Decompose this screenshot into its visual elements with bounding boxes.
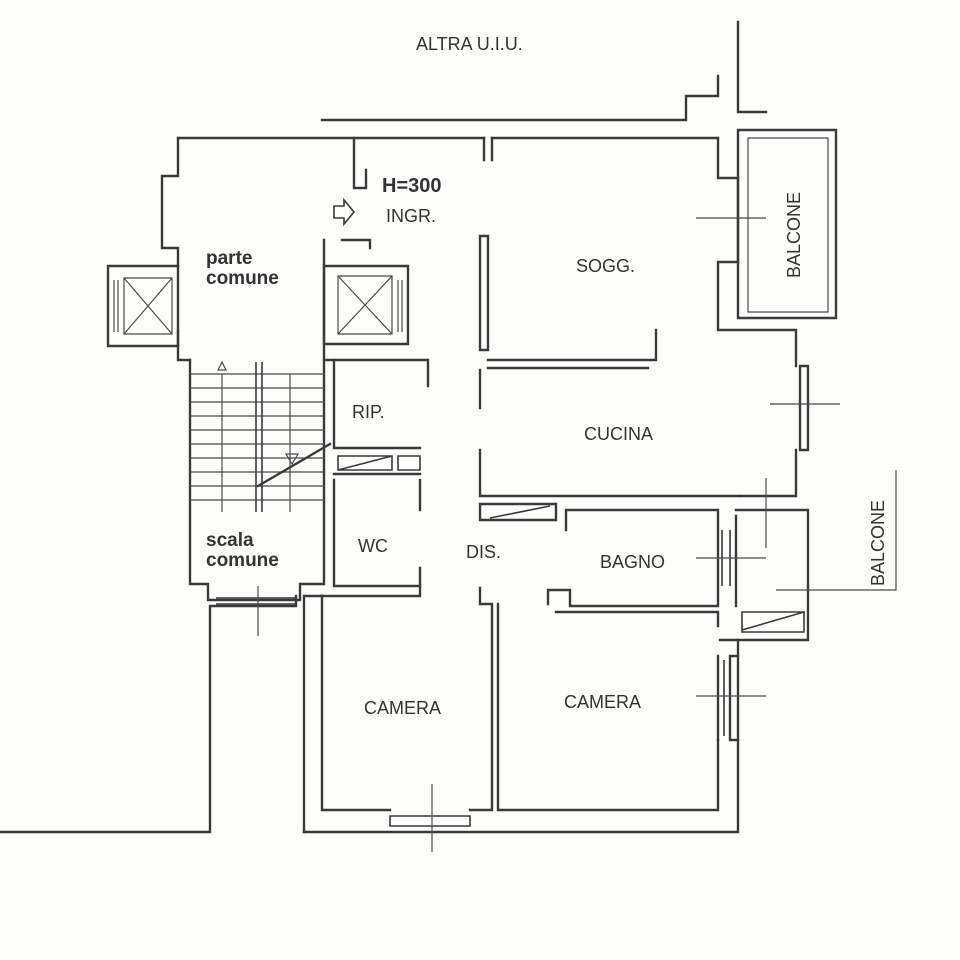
stair-label-line2: comune [206, 550, 279, 571]
balcony-top-outline [736, 128, 838, 320]
elevator-right [322, 264, 410, 346]
common-area-label-line1: parte [206, 248, 252, 269]
living-room-label: SOGG. [576, 256, 635, 276]
bedroom-right-label: CAMERA [564, 692, 641, 712]
entrance-label: INGR. [386, 206, 436, 226]
interior-walls [320, 136, 805, 812]
common-area-label-line2: comune [206, 268, 279, 289]
balcony-right-label: BALCONE [868, 500, 888, 586]
staircase [188, 358, 332, 602]
stair-handrail [256, 442, 332, 488]
exterior-walls [0, 136, 810, 834]
stair-direction-up-icon [217, 360, 227, 371]
hallway-label: DIS. [466, 542, 501, 562]
stair-label-line1: scala [206, 530, 254, 551]
neighbor-boundary [320, 20, 768, 122]
opening-markers [257, 217, 897, 852]
wc-label: WC [358, 536, 388, 556]
entrance-arrow-icon [333, 197, 356, 227]
balcony-top-label: BALCONE [784, 192, 804, 278]
stair-direction-down-icon [284, 453, 300, 466]
height-label: H=300 [382, 175, 442, 197]
stair-divider [255, 362, 263, 512]
elevator-left [106, 264, 180, 348]
kitchen-label: CUCINA [584, 424, 653, 444]
neighbor-label: ALTRA U.I.U. [416, 34, 523, 54]
bathroom-label: BAGNO [600, 552, 665, 572]
bedroom-left-label: CAMERA [364, 698, 441, 718]
storage-label: RIP. [352, 402, 385, 422]
windows [216, 530, 731, 827]
